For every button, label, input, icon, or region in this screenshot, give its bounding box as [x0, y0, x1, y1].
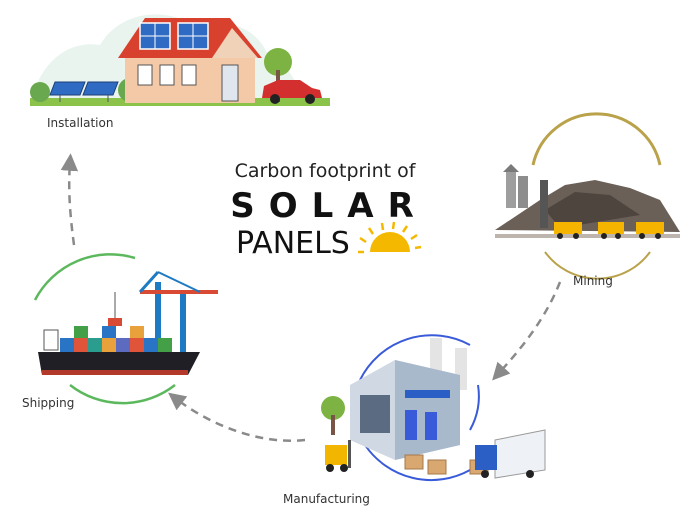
label-shipping: Shipping: [22, 396, 75, 410]
title-line-3: PANELS: [236, 226, 350, 261]
crane-icon: [108, 270, 218, 352]
house-illustration: [30, 14, 330, 106]
title-line-2: SOLAR: [230, 186, 428, 226]
label-mining: Mining: [573, 274, 613, 288]
delivery-truck-icon: [475, 429, 546, 479]
arrow-shipping-to-installation: [60, 153, 79, 246]
forklift-icon: [325, 440, 351, 472]
boxes-icon: [404, 454, 489, 475]
sun-icon: [358, 221, 422, 254]
label-manufacturing: Manufacturing: [283, 492, 370, 506]
roof-solar-panels-icon: [139, 22, 209, 50]
label-installation: Installation: [47, 116, 114, 130]
factory-illustration: [321, 334, 546, 481]
containers-icon: [60, 326, 172, 352]
arrow-mining-to-manufacturing: [492, 281, 562, 381]
ship-illustration: [33, 253, 218, 405]
arrow-manufacturing-to-shipping: [168, 392, 306, 442]
title-line-1: Carbon footprint of: [234, 160, 416, 182]
mining-truck-icon: [554, 222, 664, 239]
ground-solar-panels-icon: [49, 81, 119, 102]
electric-car-icon: [262, 80, 322, 104]
mining-illustration: [495, 112, 680, 280]
